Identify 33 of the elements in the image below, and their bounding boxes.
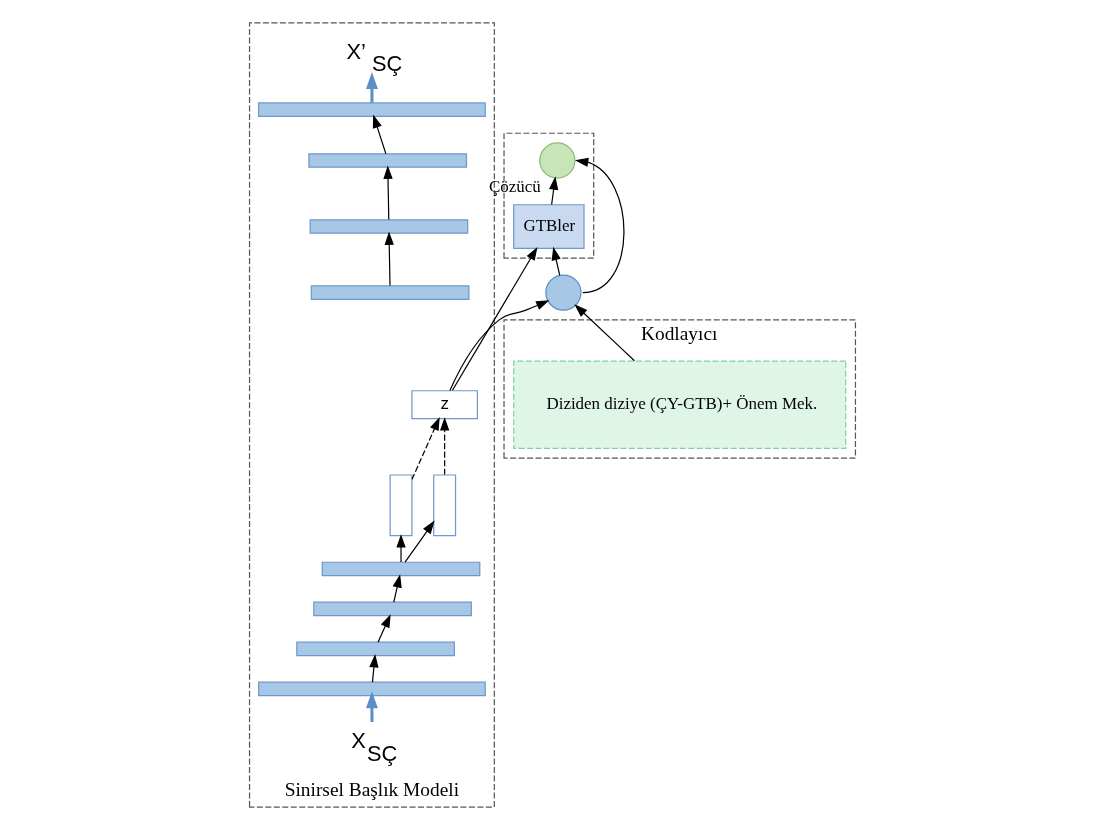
node-circle: [545, 274, 582, 311]
node-box: Diziden diziye (ÇY-GTB)+ Önem Mek.: [513, 360, 847, 449]
arrow: [384, 231, 394, 287]
arrow: [396, 534, 406, 563]
arrow: [404, 520, 435, 563]
node-bar: [258, 681, 486, 697]
node-box: GTBler: [513, 204, 585, 249]
node-bar: [296, 641, 455, 657]
arrow: [451, 246, 538, 391]
arrow: [366, 71, 378, 103]
node-box: [433, 474, 457, 537]
node-bar: [310, 285, 470, 300]
arrow: [549, 176, 559, 206]
node-bar: [321, 561, 481, 577]
arrow: [574, 304, 636, 362]
arrow: [377, 614, 391, 643]
arrow: [411, 417, 440, 480]
arrow: [366, 691, 378, 722]
arrow: [392, 574, 402, 603]
arrow: [574, 157, 625, 294]
arrow: [449, 300, 550, 392]
node-bar: [308, 153, 468, 168]
arrow: [439, 417, 450, 476]
node-bar: [258, 102, 486, 117]
node-box: z: [411, 390, 478, 420]
arrow: [372, 114, 387, 155]
node-bar: [313, 601, 472, 617]
node-circle: [539, 142, 576, 179]
node-box: [389, 474, 413, 537]
node-bar: [309, 219, 469, 234]
arrow: [369, 654, 379, 683]
arrow: [551, 246, 561, 276]
arrow: [383, 165, 393, 221]
